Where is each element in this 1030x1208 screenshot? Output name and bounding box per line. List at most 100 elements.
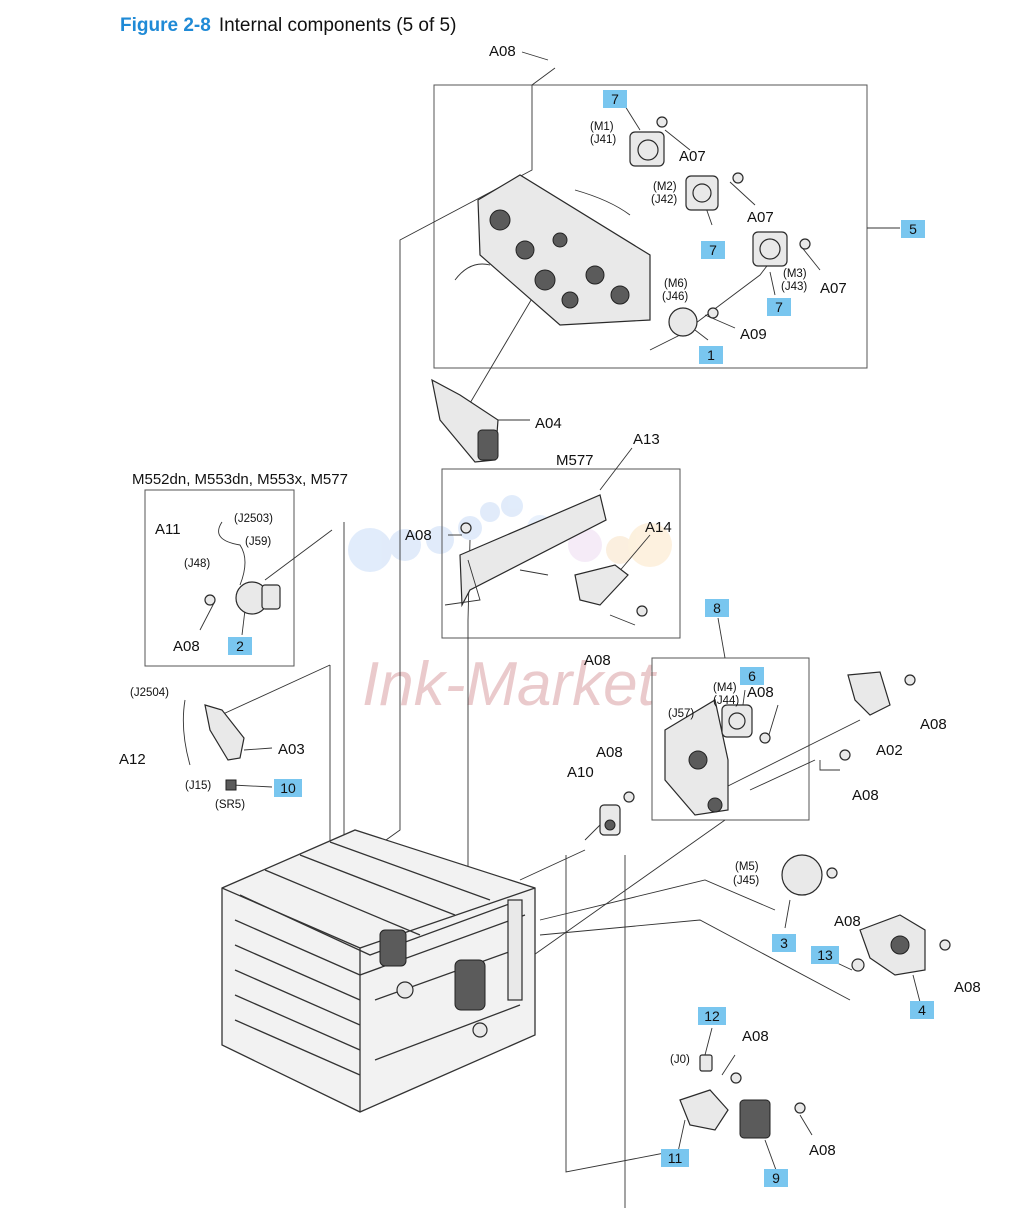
part-label-a07: A07 xyxy=(820,280,847,297)
label-m3: (M3) xyxy=(783,268,807,280)
label-m6: (M6) xyxy=(664,278,688,290)
part-label-a08: A08 xyxy=(747,684,774,701)
label-m1: (M1) xyxy=(590,121,614,133)
leader-lines xyxy=(199,51,921,1208)
part-label-a08: A08 xyxy=(405,527,432,544)
callout-box xyxy=(661,1149,689,1167)
callout-number: 7 xyxy=(611,91,619,107)
motor-m2 xyxy=(685,172,744,211)
callout-number: 1 xyxy=(707,347,715,363)
callout-number: 6 xyxy=(748,668,756,684)
callout-number: 2 xyxy=(236,638,244,654)
assembly-4 xyxy=(851,914,951,976)
callout-5: 5 xyxy=(901,220,925,238)
callout-3: 3 xyxy=(772,934,796,952)
drive-assembly-5 xyxy=(454,174,651,326)
m577-group-frame xyxy=(441,468,681,639)
label-j59: (J59) xyxy=(245,536,271,548)
callout-number: 11 xyxy=(668,1150,683,1166)
label-j44: (J44) xyxy=(713,695,739,707)
callout-11: 11 xyxy=(661,1149,689,1167)
part-label-a09: A09 xyxy=(740,326,767,343)
motor-m3 xyxy=(752,231,811,267)
part-9 xyxy=(739,1099,806,1139)
callout-7: 7 xyxy=(767,298,791,316)
part-label-a14: A14 xyxy=(645,519,672,536)
part-label-a08: A08 xyxy=(596,744,623,761)
part-label-a02: A02 xyxy=(876,742,903,759)
part-label-a08: A08 xyxy=(809,1142,836,1159)
bracket-a14 xyxy=(574,564,629,606)
callout-7: 7 xyxy=(603,90,627,108)
label-j57: (J57) xyxy=(668,708,694,720)
part-label-a08: A08 xyxy=(173,638,200,655)
part-label-a12: A12 xyxy=(119,751,146,768)
label-m5: (M5) xyxy=(735,861,759,873)
callout-box xyxy=(228,637,252,655)
part-label-a08: A08 xyxy=(584,652,611,669)
callout-box xyxy=(811,946,839,964)
callout-box xyxy=(699,346,723,364)
callout-number: 10 xyxy=(280,780,296,796)
callout-number: 3 xyxy=(780,935,788,951)
callout-6: 6 xyxy=(740,667,764,685)
label-j45: (J45) xyxy=(733,875,759,887)
motor-m6 xyxy=(668,307,719,337)
assembly-5-frame xyxy=(433,84,868,369)
part-label-a07: A07 xyxy=(679,148,706,165)
callout-box xyxy=(603,90,627,108)
motor-m5 xyxy=(781,854,838,896)
part-label-a10: A10 xyxy=(567,764,594,781)
callout-2: 2 xyxy=(228,637,252,655)
part-label-a08: A08 xyxy=(920,716,947,733)
callout-number: 7 xyxy=(775,299,783,315)
part-label-a08: A08 xyxy=(852,787,879,804)
part-a02 xyxy=(839,671,916,761)
callout-number: 13 xyxy=(817,947,833,963)
callout-number: 9 xyxy=(772,1170,780,1186)
callout-8: 8 xyxy=(705,599,729,617)
watermark: Ink-Market xyxy=(348,495,672,719)
bracket-a13 xyxy=(444,494,607,608)
callout-box xyxy=(274,779,302,797)
part-a04 xyxy=(431,378,499,463)
callout-box xyxy=(901,220,925,238)
motor-m1 xyxy=(629,116,668,167)
label-j0: (J0) xyxy=(670,1054,690,1066)
screw-a08-m577 xyxy=(460,522,648,617)
callout-number: 8 xyxy=(713,600,721,616)
part-11-12 xyxy=(679,1054,742,1131)
part-label-a07: A07 xyxy=(747,209,774,226)
watermark-text: Ink-Market xyxy=(362,650,658,719)
callout-box xyxy=(705,599,729,617)
part-label-a13: A13 xyxy=(633,431,660,448)
printer-chassis xyxy=(221,829,536,1113)
callout-box xyxy=(910,1001,934,1019)
callout-box xyxy=(764,1169,788,1187)
sensor-assembly-a03 xyxy=(182,699,245,791)
label-m4: (M4) xyxy=(713,682,737,694)
label-j46: (J46) xyxy=(662,291,688,303)
part-label-a08: A08 xyxy=(834,913,861,930)
callout-number: 12 xyxy=(704,1008,720,1024)
part-label-a08: A08 xyxy=(954,979,981,996)
motor-group-2 xyxy=(204,521,281,615)
part-label-a08: A08 xyxy=(742,1028,769,1045)
callout-9: 9 xyxy=(764,1169,788,1187)
label-j41: (J41) xyxy=(590,134,616,146)
label-m2: (M2) xyxy=(653,181,677,193)
figure-number: Figure 2-8 xyxy=(120,15,211,36)
part-label-a11: A11 xyxy=(155,521,181,538)
callout-box xyxy=(767,298,791,316)
connector-labels: (M1) (J41) (M2) (J42) (M3) (J43) (M6) (J… xyxy=(130,121,807,1066)
callout-13: 13 xyxy=(811,946,839,964)
callout-4: 4 xyxy=(910,1001,934,1019)
label-j2504: (J2504) xyxy=(130,687,169,699)
callout-box xyxy=(772,934,796,952)
callout-box xyxy=(701,241,725,259)
